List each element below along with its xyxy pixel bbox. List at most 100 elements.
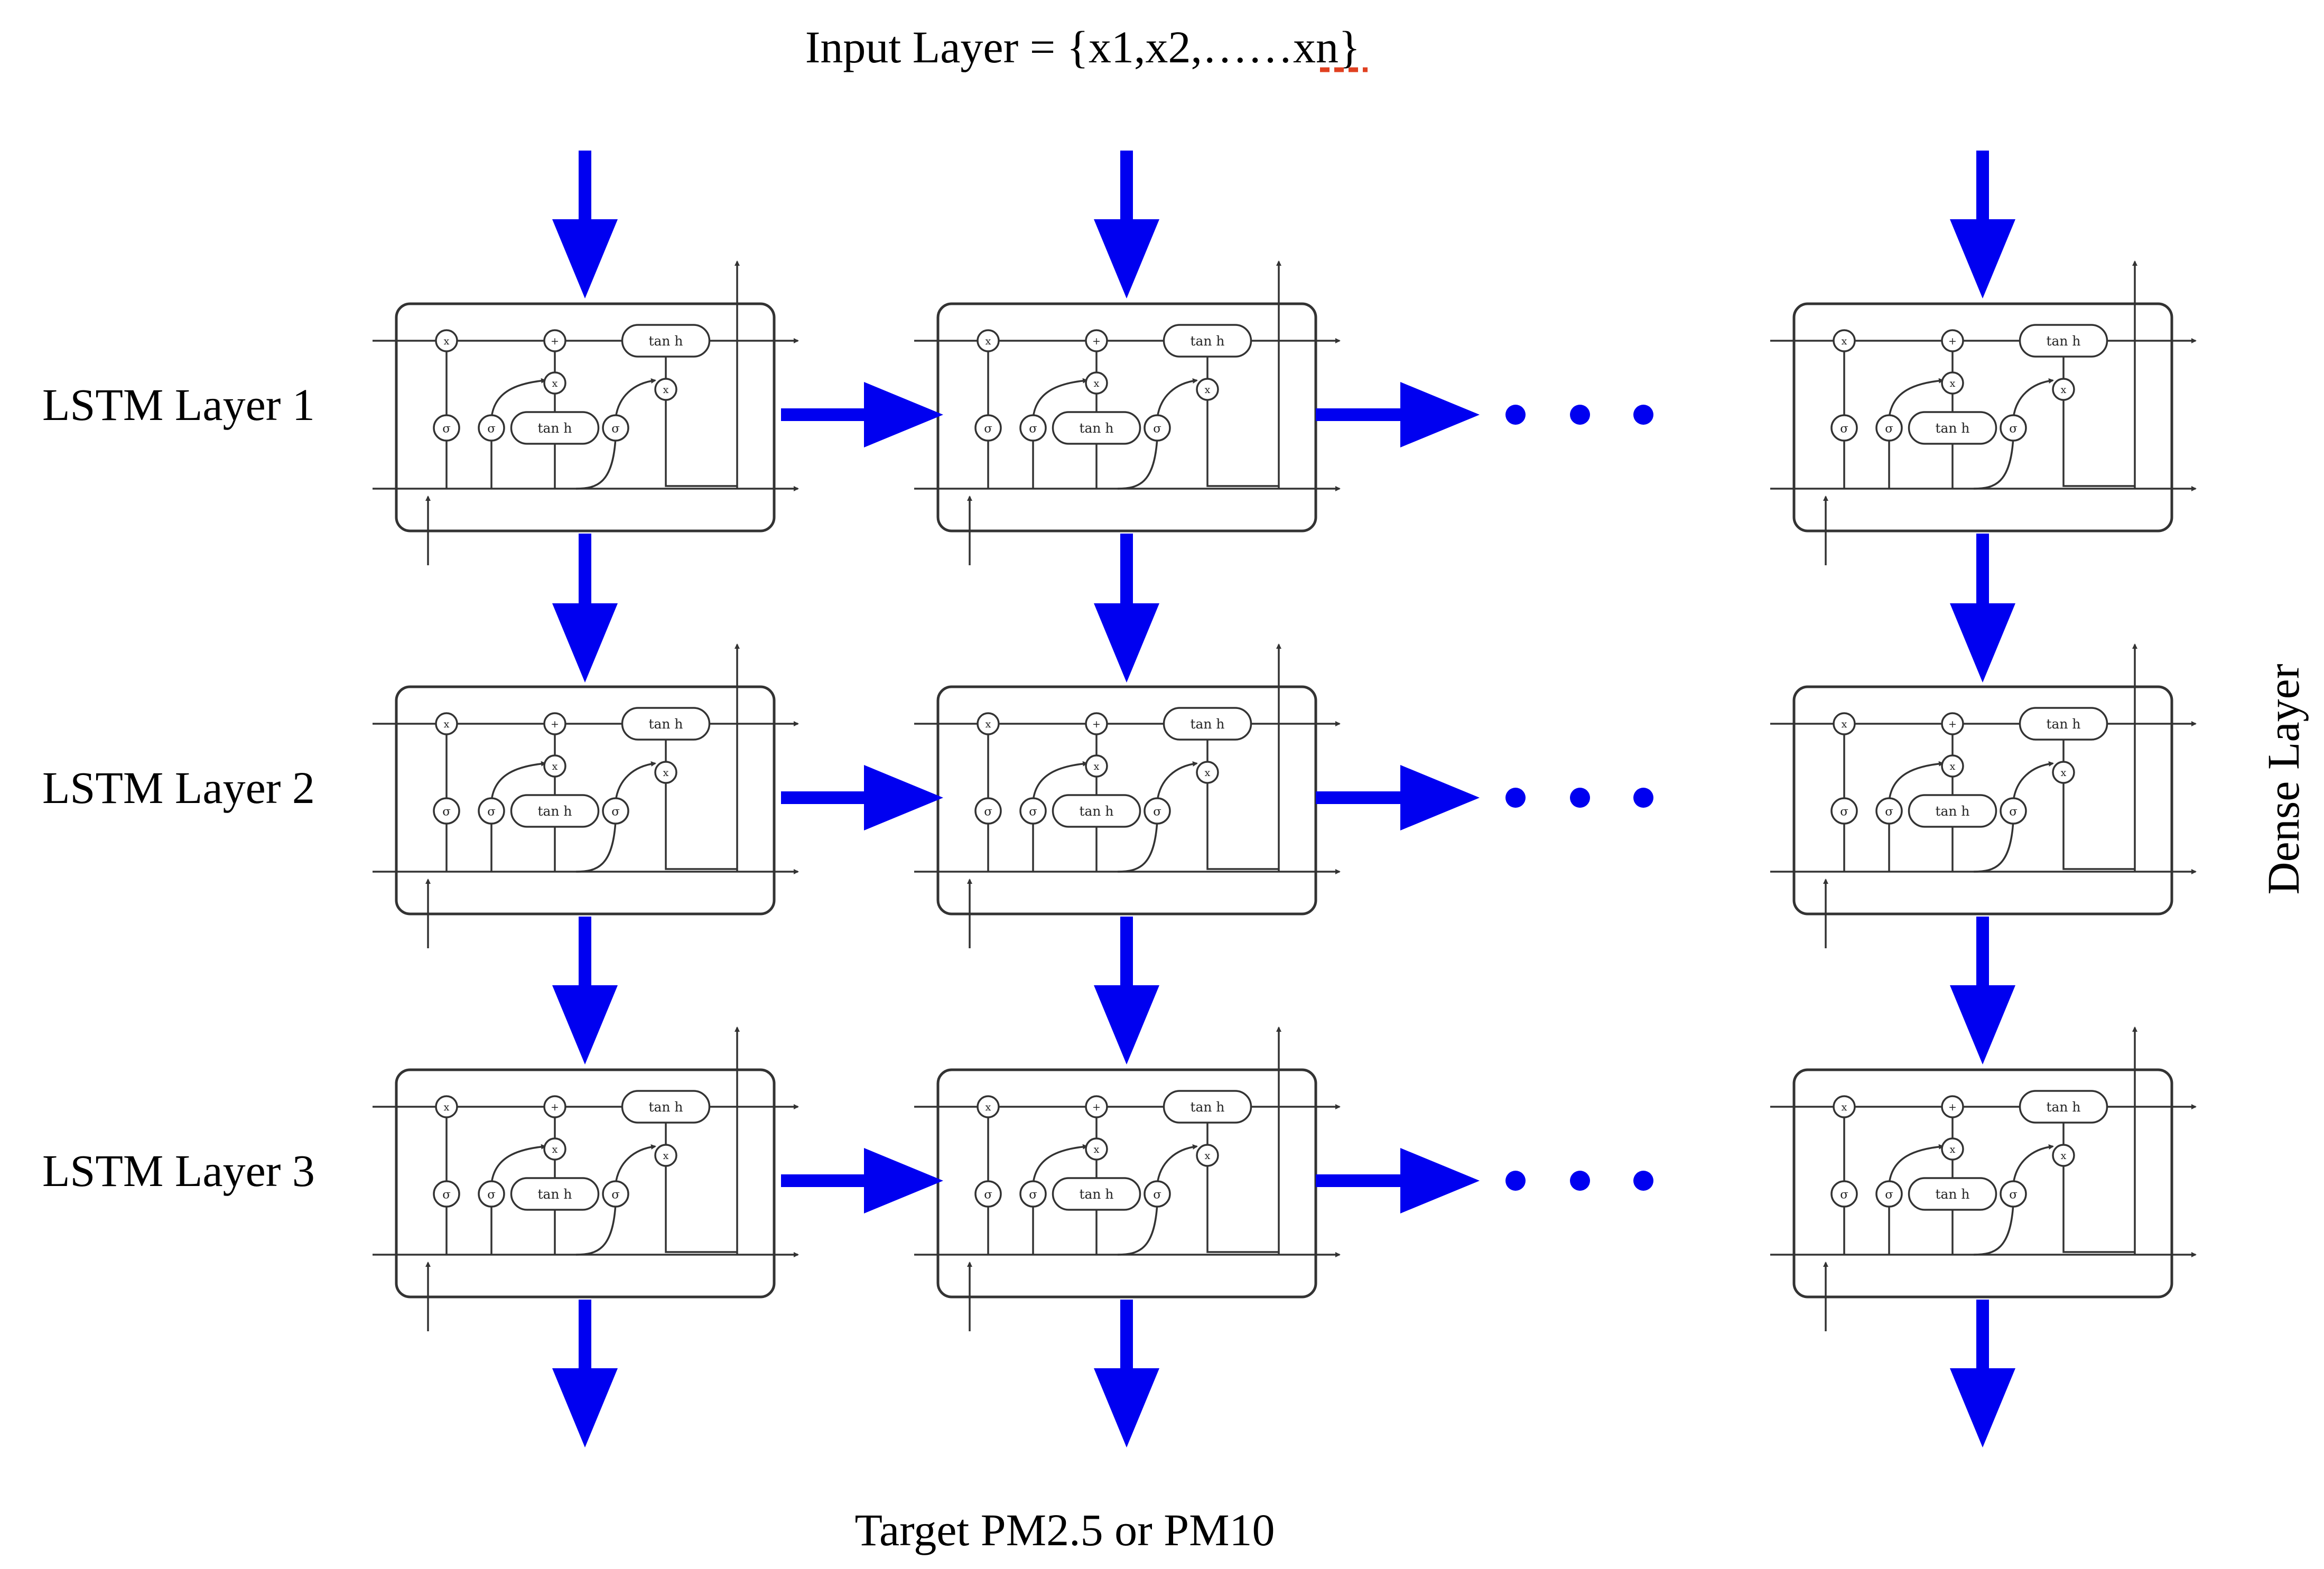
down-arrow-r3-c0-shaft [579, 1300, 591, 1379]
cell-tanh-op-text: tan h [648, 333, 683, 349]
input-multiply-op [1085, 754, 1108, 778]
output-combine-wire [1206, 398, 1279, 487]
input-sigmoid-op-text: σ [1885, 422, 1893, 435]
down-arrow-r0-c0-shaft [579, 151, 591, 230]
cell-frame [395, 302, 776, 533]
candidate-tanh-op [1908, 794, 1997, 828]
input-gate-curve [1888, 1144, 1944, 1185]
output-multiply-op [654, 761, 677, 784]
cell-add-op [1085, 329, 1108, 352]
output-multiply-op [2052, 1144, 2075, 1167]
cell-add-op [1085, 712, 1108, 735]
forget-sigmoid-op [433, 414, 460, 442]
down-arrow-r1-c2-shaft [1976, 534, 1989, 614]
output-gate-curve [1156, 378, 1198, 419]
down-arrow-r2-c0-shaft [579, 917, 591, 996]
input-sigmoid-op-text: σ [1029, 422, 1037, 435]
down-arrow-r3-c0-head [552, 1368, 618, 1447]
output-multiply-op [1196, 1144, 1219, 1167]
down-arrow-r2-c0-head [552, 985, 618, 1064]
cell-tanh-op-text: tan h [1190, 716, 1224, 732]
right-arrow-r1-b-shaft [1316, 791, 1411, 804]
input-multiply-op [543, 1137, 566, 1161]
cell-add-op-text: + [551, 335, 559, 347]
output-sigmoid-op-text: σ [2009, 1188, 2018, 1201]
input-multiply-op [1085, 371, 1108, 395]
input-sigmoid-op [1875, 797, 1903, 825]
output-multiply-op [2052, 761, 2075, 784]
right-arrow-r0-b-shaft [1316, 408, 1411, 421]
cell-add-op-text: + [551, 718, 559, 730]
output-gate-bottom-curve [575, 1203, 617, 1256]
cell-add-op [1941, 1095, 1964, 1118]
forget-multiply-op-text: x [1842, 718, 1847, 730]
right-arrow-r2-b [1316, 1148, 1480, 1213]
output-combine-wire [1206, 781, 1279, 870]
ellipsis-dots [1505, 405, 1653, 1191]
forget-sigmoid-op-text: σ [442, 422, 451, 435]
flow-arrows [552, 151, 2015, 1447]
output-gate-curve [615, 761, 656, 802]
input-layer-label: Input Layer = {x1,x2,……xn} [805, 22, 1361, 72]
forget-multiply-op [435, 1095, 458, 1118]
cell-frame [395, 685, 776, 916]
forget-sigmoid-op-text: σ [1840, 1188, 1848, 1201]
candidate-tanh-op-text: tan h [1079, 1187, 1113, 1202]
cell-add-op-text: + [1092, 335, 1101, 347]
forget-multiply-op [435, 329, 458, 352]
candidate-tanh-op-text: tan h [537, 1187, 572, 1202]
output-gate-curve [615, 1144, 656, 1185]
output-gate-bottom-curve [575, 437, 617, 490]
cell-tanh-op-text: tan h [2046, 1099, 2080, 1115]
cell-add-op [543, 712, 566, 735]
input-multiply-op-text: x [1950, 1144, 1956, 1155]
candidate-tanh-op [1052, 1177, 1141, 1211]
down-arrow-r1-c2-head [1950, 603, 2015, 683]
cell-add-op [1941, 712, 1964, 735]
output-sigmoid-op-text: σ [1153, 1188, 1161, 1201]
input-multiply-op [1941, 371, 1964, 395]
cell-tanh-op-text: tan h [648, 716, 683, 732]
input-gate-curve [490, 378, 546, 419]
output-combine-wire [665, 781, 737, 870]
right-arrow-r0-b [1316, 382, 1480, 447]
output-sigmoid-op-text: σ [2009, 805, 2018, 818]
candidate-tanh-op-text: tan h [1935, 1187, 1969, 1202]
output-sigmoid-op [1144, 414, 1171, 442]
down-arrow-r3-c1 [1094, 1300, 1159, 1447]
output-gate-bottom-curve [575, 820, 617, 873]
input-sigmoid-op-text: σ [1885, 805, 1893, 818]
input-layer-label-prefix: Input Layer = {x1,x2,…… [805, 22, 1293, 72]
input-gate-curve [1888, 761, 1944, 802]
input-sigmoid-op [1875, 1180, 1903, 1208]
right-arrow-r1-a-head [864, 765, 943, 830]
right-arrow-r1-b [1316, 765, 1480, 830]
ellipsis-dot-r0-1 [1570, 405, 1590, 425]
down-arrow-r0-c1-head [1094, 219, 1159, 298]
output-sigmoid-op [602, 1180, 629, 1208]
candidate-tanh-op-text: tan h [537, 804, 572, 819]
cell-tanh-op [1163, 1090, 1252, 1124]
input-multiply-op-text: x [1094, 761, 1100, 772]
input-gate-curve [490, 761, 546, 802]
forget-sigmoid-op-text: σ [984, 805, 992, 818]
output-gate-curve [2012, 761, 2054, 802]
candidate-tanh-op [510, 1177, 600, 1211]
forget-multiply-op-text: x [1842, 1101, 1847, 1113]
cell-add-op [1085, 1095, 1108, 1118]
forget-multiply-op [977, 329, 1000, 352]
lstm-layer-1-label: LSTM Layer 1 [42, 379, 315, 430]
right-arrow-r0-b-head [1400, 382, 1480, 447]
input-multiply-op [1941, 754, 1964, 778]
output-sigmoid-op [2000, 1180, 2027, 1208]
candidate-tanh-op-text: tan h [1935, 804, 1969, 819]
right-arrow-r2-b-shaft [1316, 1174, 1411, 1187]
